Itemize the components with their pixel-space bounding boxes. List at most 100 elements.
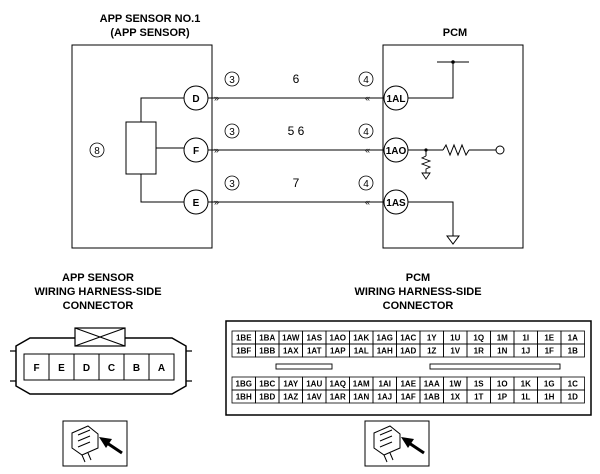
pcm-connector-pin-label: 1M [497, 334, 508, 343]
pcm-connector-pin-label: 1AS [306, 334, 322, 343]
sensor-ref-label: 8 [94, 146, 100, 157]
pcm-connector-pin-label: 1U [450, 334, 460, 343]
pcm-connector-pin-label: 1K [521, 380, 531, 389]
pcm-connector-pin-label: 1A [568, 334, 578, 343]
ref-circle-3 [224, 123, 240, 139]
wire-row-f: F » « 3 5 6 4 1AO [183, 123, 409, 163]
wire-row-d: D » « 3 6 4 1AL [183, 71, 409, 111]
pcm-side-connector-chevron: « [365, 145, 370, 155]
sensor-pin-d: D [192, 94, 199, 105]
app-sensor-box [71, 44, 213, 249]
pcm-connector-key-right [429, 363, 561, 370]
app-view-direction-icon [62, 420, 128, 467]
pcm-box [382, 44, 524, 249]
pcm-connector-pin-label: 1AM [353, 380, 370, 389]
pcm-connector-pin-label: 1BB [259, 347, 275, 356]
pcm-connector-pin-label: 1H [544, 393, 554, 402]
pcm-input-terminal [495, 145, 505, 155]
app-connector-pin-label: C [108, 363, 115, 374]
wire-row-e: E » « 3 7 4 1AS [183, 175, 409, 215]
pcm-connector-pin-label: 1AP [330, 347, 346, 356]
ref-circle-4 [358, 175, 374, 191]
ground-icon [446, 235, 460, 245]
pcm-connector-pin-label: 1Y [427, 334, 437, 343]
left-ref: 3 [229, 179, 235, 190]
pcm-connector-pin-label: 1AB [424, 393, 440, 402]
pcm-connector-key-left [275, 363, 333, 370]
mid-ref: 6 [293, 72, 300, 86]
app-connector-pin-label: A [158, 363, 165, 374]
pcm-connector-pin-label: 1I [522, 334, 529, 343]
pcm-connector-pin-label: 1Q [473, 334, 484, 343]
pcm-connector-pin-label: 1BH [236, 393, 252, 402]
pcm-connector-pin-label: 1J [521, 347, 530, 356]
pcm-connector-title-line1: PCM [406, 272, 430, 284]
sensor-pin-f: F [193, 146, 199, 157]
pulldown-node [424, 148, 428, 152]
pcm-connector-pin-label: 1AU [306, 380, 322, 389]
app-connector-pin-label: B [133, 363, 140, 374]
pcm-connector-pin-label: 1R [474, 347, 484, 356]
pcm-connector-pin-label: 1D [568, 393, 578, 402]
pcm-pin-1ao: 1AO [386, 146, 407, 157]
pcm-connector-pin-label: 1BC [259, 380, 275, 389]
pcm-side-connector-chevron: « [365, 197, 370, 207]
pcm-connector-pin-label: 1AV [307, 393, 323, 402]
pcm-connector-pin-label: 1BF [236, 347, 251, 356]
app-connector-pin-label: D [83, 363, 90, 374]
pcm-connector-pin-label: 1AH [377, 347, 393, 356]
app-connector-cell [148, 353, 175, 381]
pcm-connector-pin-label: 1BE [236, 334, 252, 343]
pcm-connector-pin-label: 1AQ [330, 380, 346, 389]
app-connector-title-line3: CONNECTOR [63, 300, 134, 312]
pcm-connector-pin-label: 1AI [379, 380, 391, 389]
mid-ref: 5 6 [288, 124, 305, 138]
pcm-connector-pin-label: 1BD [259, 393, 275, 402]
vref-node [451, 60, 455, 64]
pcm-internal-1al [408, 62, 454, 99]
left-ref: 3 [229, 127, 235, 138]
sensor-wire-e [140, 174, 184, 203]
app-connector-pin-label: E [58, 363, 65, 374]
pcm-connector-pin-label: 1AJ [377, 393, 392, 402]
app-sensor-title-line2: (APP SENSOR) [110, 27, 190, 39]
pcm-connector-pin-label: 1BA [259, 334, 275, 343]
pcm-connector-pin-label: 1W [449, 380, 461, 389]
app-connector-title-line2: WIRING HARNESS-SIDE [34, 286, 161, 298]
pcm-connector-cell [560, 343, 585, 358]
pcm-connector-pin-label: 1V [450, 347, 460, 356]
pcm-connector-pin-label: 1F [545, 347, 554, 356]
sensor-side-connector-chevron: » [214, 197, 219, 207]
pcm-connector-title-line2: WIRING HARNESS-SIDE [354, 286, 481, 298]
pcm-connector-pin-label: 1P [497, 393, 507, 402]
pcm-side-connector-chevron: « [365, 93, 370, 103]
pcm-connector-pin-label: 1AK [353, 334, 369, 343]
pcm-connector-pin-label: 1AA [424, 380, 440, 389]
sensor-pin-e: E [193, 198, 200, 209]
app-connector-pin-label: F [33, 363, 39, 374]
pcm-connector-pin-label: 1G [544, 380, 555, 389]
app-sensor-title-line1: APP SENSOR NO.1 [100, 13, 201, 25]
pcm-connector-pin-label: 1B [568, 347, 578, 356]
pcm-connector-pin-label: 1C [568, 380, 578, 389]
pcm-pin-1al: 1AL [387, 94, 406, 105]
pcm-pin-circle-1ao [383, 137, 409, 163]
pcm-connector-pin-label: 1L [521, 393, 530, 402]
sensor-side-connector-chevron: » [214, 145, 219, 155]
pcm-connector-pin-label: 1AW [282, 334, 300, 343]
pcm-pin-1as: 1AS [386, 198, 406, 209]
latch-cross [74, 327, 126, 347]
pcm-connector-pin-label: 1O [497, 380, 508, 389]
pcm-connector-pin-label: 1T [474, 393, 483, 402]
app-connector-title-line1: APP SENSOR [62, 272, 134, 284]
pcm-connector-pin-label: 1BG [236, 380, 252, 389]
ref-circle-3 [224, 175, 240, 191]
pulldown-ground-icon [421, 172, 431, 180]
pcm-connector-cell [560, 389, 585, 404]
pcm-connector-pin-label: 1AY [283, 380, 298, 389]
ref-circle-3 [224, 71, 240, 87]
pcm-pin-circle-1al [383, 85, 409, 111]
